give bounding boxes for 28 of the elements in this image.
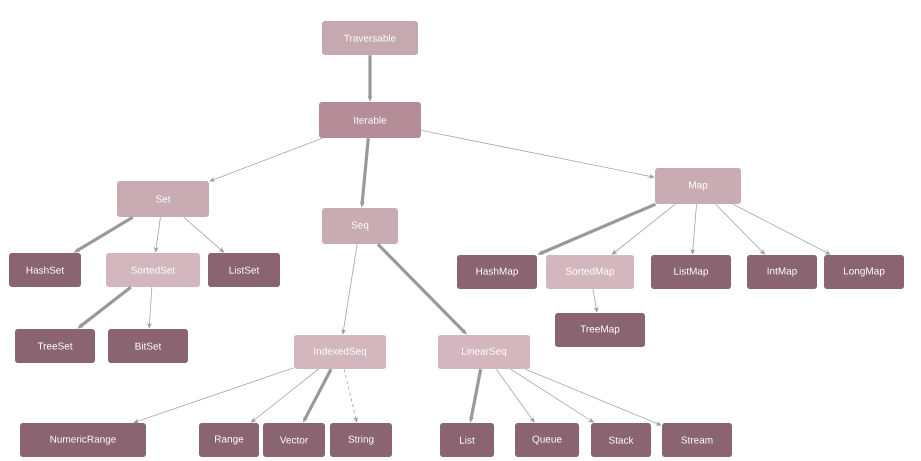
class-box: Traversable	[322, 21, 418, 55]
class-box: Queue	[515, 423, 579, 457]
class-box: SortedSet	[106, 253, 200, 287]
class-box: IntMap	[747, 255, 817, 289]
class-box: BitSet	[108, 329, 188, 363]
class-box: Seq	[322, 208, 398, 244]
class-box: LongMap	[824, 255, 904, 289]
class-box: TreeSet	[15, 329, 95, 363]
class-box: List	[440, 423, 494, 457]
class-box: TreeMap	[555, 313, 645, 347]
class-box: Vector	[263, 423, 325, 457]
arrow	[183, 216, 224, 253]
class-box: NumericRange	[20, 423, 146, 457]
class-box: Map	[655, 168, 741, 204]
class-box: IndexedSeq	[294, 335, 386, 369]
class-box: HashMap	[457, 255, 537, 289]
class-box: SortedMap	[546, 255, 634, 289]
class-box: LinearSeq	[438, 335, 530, 369]
class-box: Stack	[591, 423, 651, 457]
arrow	[612, 204, 676, 255]
class-box: Stream	[662, 423, 732, 457]
class-box: ListMap	[651, 255, 731, 289]
class-box: ListSet	[208, 253, 280, 287]
class-box: HashSet	[9, 253, 81, 287]
class-box: Range	[199, 423, 259, 457]
class-box: Iterable	[319, 102, 421, 138]
class-box: String	[330, 423, 392, 457]
class-box: Set	[117, 181, 209, 217]
